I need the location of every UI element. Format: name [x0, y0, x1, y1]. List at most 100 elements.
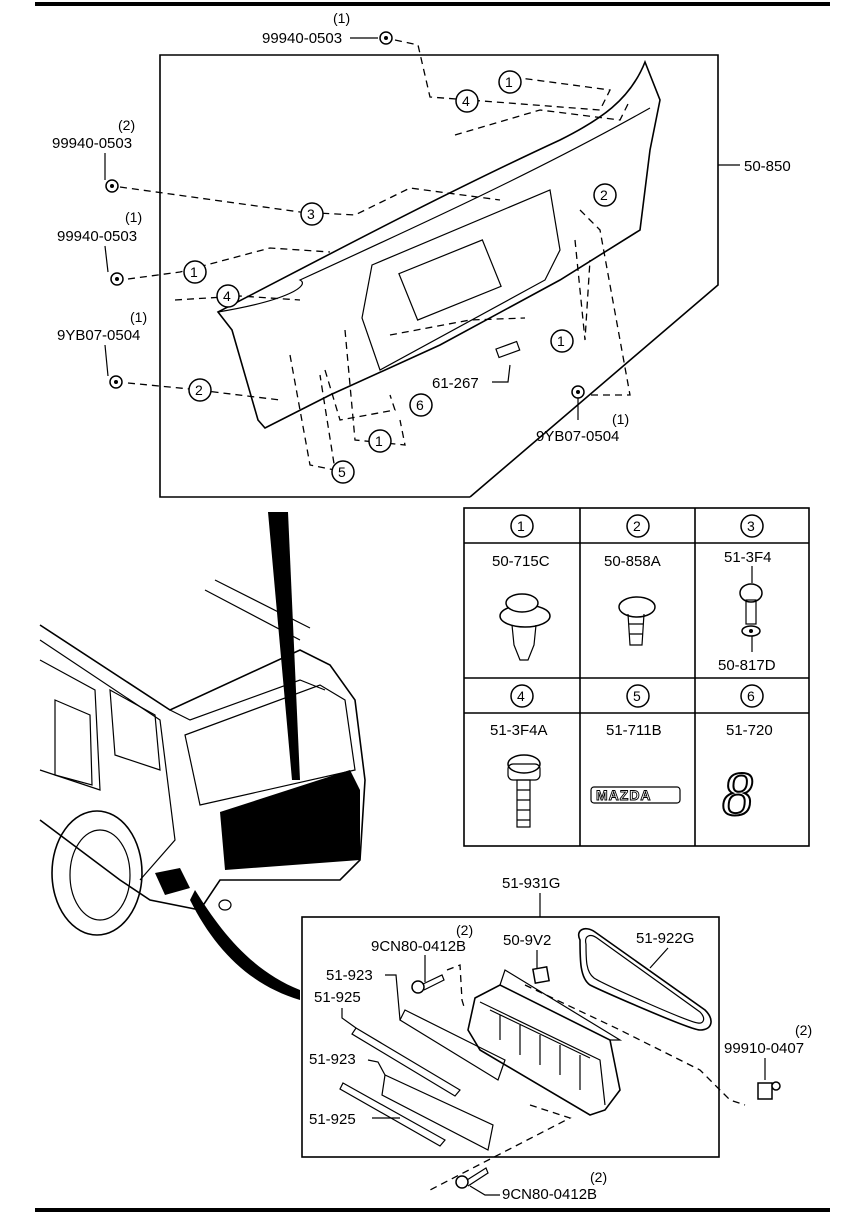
- table-header-6: 6: [747, 688, 755, 704]
- garnish-edge: [217, 107, 651, 313]
- table-part-6: 51-720: [726, 722, 773, 739]
- lamp-housing: [467, 969, 623, 1116]
- table-part-1: 50-715C: [492, 553, 550, 570]
- qty: (2): [795, 1022, 812, 1038]
- table-header-3: 3: [747, 518, 755, 534]
- pin-61-267: [495, 340, 521, 359]
- lamp-assembly-box: [301, 916, 720, 1158]
- qty: (1): [130, 309, 147, 325]
- vehicle-sketch: [39, 512, 366, 1000]
- fastener-4: (1) 9YB07-0504: [57, 309, 147, 389]
- part-label: 99940-0503: [57, 228, 137, 245]
- socket-strip-2: [339, 1082, 446, 1147]
- pointer-line-lower: [190, 890, 300, 1000]
- push-pin-icon: [618, 596, 656, 646]
- lens-panel-1: [399, 1009, 506, 1081]
- svg-text:8: 8: [722, 761, 753, 829]
- rear-garnish-panel: [216, 59, 661, 429]
- fastener-2: (2) 99940-0503: [52, 117, 135, 193]
- qty: (1): [612, 411, 629, 427]
- clip-nut-icon: [532, 966, 550, 984]
- part-label-pin: 61-267: [432, 375, 479, 392]
- screw-icon: [411, 974, 445, 994]
- callout-1: 1: [375, 433, 383, 449]
- garnish-highlight: [220, 770, 360, 870]
- dash-leader: [454, 99, 631, 136]
- license-recess: [361, 189, 561, 371]
- part-label-lens-1: 51-923: [326, 967, 373, 984]
- part-label: 9YB07-0504: [57, 327, 140, 344]
- callout-1: 1: [505, 74, 513, 90]
- callout-3: 3: [307, 206, 315, 222]
- part-label-clip: 50-9V2: [503, 932, 551, 949]
- dash-leader: [324, 369, 396, 421]
- table-header-4: 4: [517, 688, 525, 704]
- table-part-3: 51-3F4: [724, 549, 772, 566]
- dash-leader: [127, 247, 331, 280]
- fastener-5: (1) 9YB07-0504: [536, 385, 629, 445]
- pointer-line-upper: [268, 512, 300, 780]
- svg-text:MAZDA: MAZDA: [596, 787, 652, 803]
- marker-light: [155, 868, 190, 895]
- table-header-2: 2: [633, 518, 641, 534]
- qty: (2): [590, 1169, 607, 1185]
- part-label-nut: 99910-0407: [724, 1040, 804, 1057]
- qty: (1): [333, 10, 350, 26]
- part-label-socket-1: 51-925: [314, 989, 361, 1006]
- lamp-assembly-group: 51-931G (2) 9CN80-0412B 50-9V2 51-922G 5…: [301, 875, 812, 1203]
- dash-leader: [579, 209, 631, 396]
- fastener-1: (1) 99940-0503: [262, 10, 393, 47]
- table-part-4: 51-3F4A: [490, 722, 548, 739]
- socket-strip-1: [351, 1027, 461, 1097]
- callout-5: 5: [338, 464, 346, 480]
- gasket-shape: [577, 928, 712, 1031]
- table-subpart-3: 50-817D: [718, 657, 776, 674]
- screw-icon: [455, 1167, 489, 1189]
- dash-leader: [344, 329, 406, 446]
- eight-emblem-icon: 8: [721, 760, 754, 830]
- callout-1: 1: [190, 264, 198, 280]
- table-part-2: 50-858A: [604, 553, 661, 570]
- part-label: 99940-0503: [52, 135, 132, 152]
- qty: (1): [125, 209, 142, 225]
- dash-leader: [174, 295, 301, 301]
- legend-table: 1 2 3 4 5 6 50-715C 50-858A 51-3F4 50-81…: [463, 507, 810, 847]
- dash-leader: [119, 186, 501, 216]
- part-label-lamp: 51-931G: [502, 875, 560, 892]
- table-header-1: 1: [517, 518, 525, 534]
- lens-panel-2: [381, 1074, 494, 1151]
- callout-4: 4: [462, 93, 470, 109]
- callout-4: 4: [223, 288, 231, 304]
- callout-circles: 1 4 2 3 1 4 1 2 6 1 5: [183, 70, 617, 484]
- part-label: 9YB07-0504: [536, 428, 619, 445]
- part-label-screw-top: 9CN80-0412B: [371, 938, 466, 955]
- dash-leader: [574, 239, 591, 341]
- part-label-gasket: 51-922G: [636, 930, 694, 947]
- part-label-screw-bottom: 9CN80-0412B: [502, 1186, 597, 1203]
- table-part-5: 51-711B: [606, 722, 662, 739]
- leader: [492, 364, 511, 383]
- dash-leader: [289, 354, 336, 471]
- callout-2: 2: [600, 187, 608, 203]
- license-window: [398, 239, 502, 321]
- callout-6: 6: [416, 397, 424, 413]
- fastener-3: (1) 99940-0503: [57, 209, 142, 286]
- screw-washer-icon: [739, 566, 763, 652]
- callout-2: 2: [195, 382, 203, 398]
- part-label-lens-2: 51-923: [309, 1051, 356, 1068]
- part-label: 99940-0503: [262, 30, 342, 47]
- clip-icon: [499, 593, 551, 661]
- table-header-5: 5: [633, 688, 641, 704]
- dash-leader: [389, 317, 526, 336]
- dash-leader: [394, 39, 611, 111]
- bolt-icon: [507, 754, 541, 828]
- callout-1: 1: [557, 333, 565, 349]
- part-label-main: 50-850: [744, 158, 791, 175]
- qty: (2): [118, 117, 135, 133]
- part-label-socket-2: 51-925: [309, 1111, 356, 1128]
- mazda-emblem-icon: MAZDA: [590, 786, 681, 804]
- nut-icon: [757, 1082, 773, 1100]
- main-assembly-box: [159, 54, 719, 498]
